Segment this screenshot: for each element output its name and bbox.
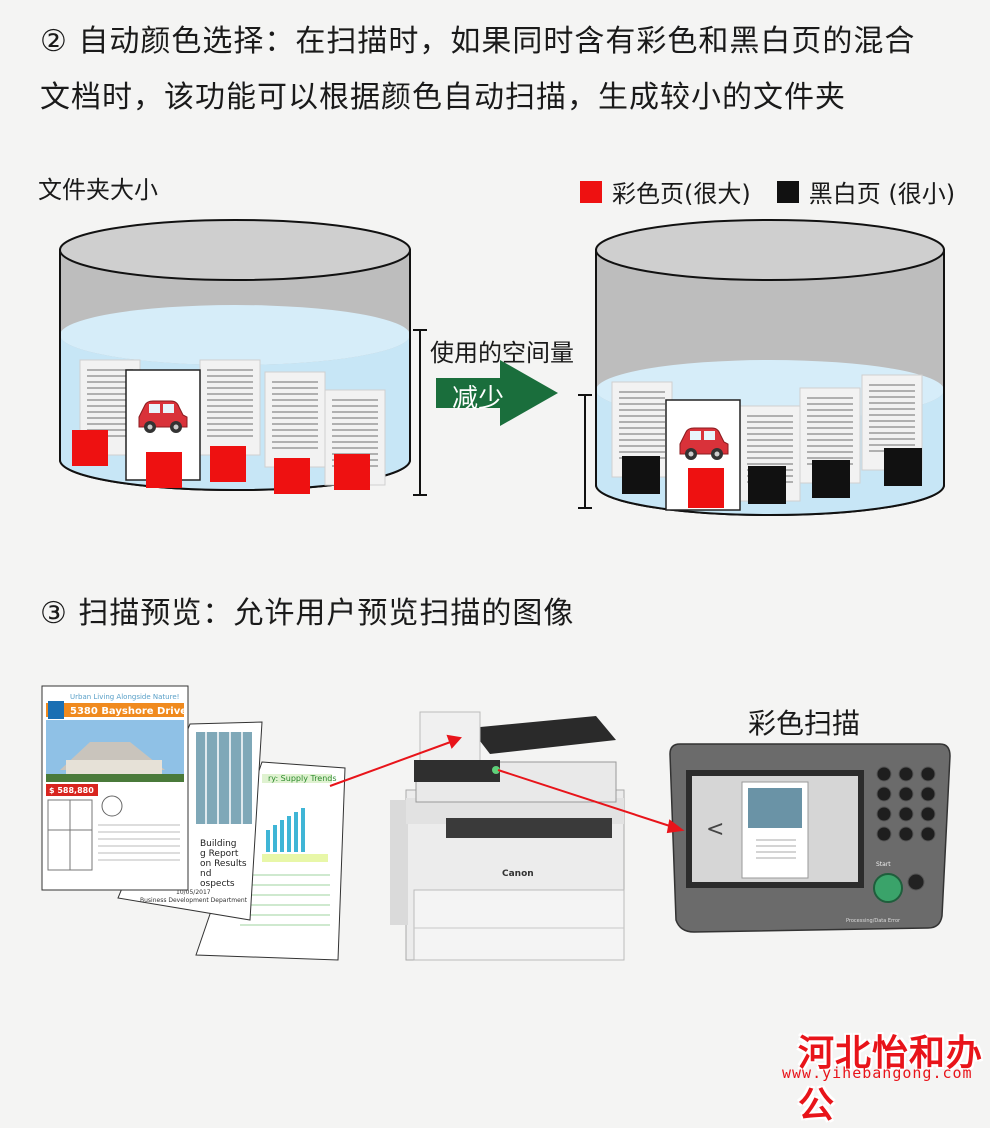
section2-line1: ② 自动颜色选择：在扫描时，如果同时含有彩色和黑白页的混合: [40, 24, 916, 59]
bw-page-block: [748, 466, 786, 504]
watermark-url: www.yihebangong.com: [782, 1064, 973, 1082]
legend-color-swatch: [580, 180, 602, 203]
color-page-block: [210, 446, 246, 482]
panel-start-label: Start: [876, 861, 891, 868]
scan-preview-diagram: ry: Supply Trends Building g Report on R…: [41, 685, 951, 961]
color-page-block: [334, 454, 370, 490]
color-page-block: [274, 458, 310, 494]
bw-page-block: [884, 448, 922, 486]
doc2-department: Business Development Department: [140, 897, 248, 904]
color-scan-label: 彩色扫描: [748, 707, 861, 740]
panel-back-symbol: <: [706, 817, 724, 842]
reduce-arrow: [436, 360, 558, 426]
section2-line2: 文档时，该功能可以根据颜色自动扫描，生成较小的文件夹: [40, 80, 846, 115]
doc2-line-2: g Report: [200, 849, 239, 859]
scan-arrows: [329, 734, 685, 834]
doc2-line-4: nd: [200, 869, 211, 879]
folder-size-label: 文件夹大小: [38, 176, 158, 204]
doc2-line-3: on Results: [200, 859, 247, 869]
doc2-line-5: ospects: [200, 879, 235, 889]
space-bracket-right: [578, 394, 592, 509]
color-page-block: [146, 452, 182, 488]
right-cylinder: [595, 219, 945, 516]
legend-bw-swatch: [776, 180, 799, 203]
folder-size-diagram: [59, 219, 945, 516]
reduce-label: 减少: [452, 384, 505, 414]
doc1-header: Urban Living Alongside Nature!: [70, 693, 179, 701]
printer: Canon: [390, 711, 625, 961]
color-page-block: [688, 468, 724, 508]
legend-color-label: 彩色页(很大): [612, 180, 751, 208]
document-house-flyer: Urban Living Alongside Nature! 5380 Bays…: [41, 685, 189, 891]
left-cylinder: [59, 219, 411, 494]
bw-page-block: [622, 456, 660, 494]
space-bracket-left: [413, 329, 427, 496]
space-used-label: 使用的空间量: [430, 339, 574, 367]
section3-line: ③ 扫描预览：允许用户预览扫描的图像: [40, 596, 575, 631]
doc2-line-1: Building: [200, 839, 237, 849]
legend: 彩色页(很大) 黑白页 (很小): [580, 174, 955, 209]
legend-bw-label: 黑白页 (很小): [808, 180, 956, 208]
bw-page-block: [812, 460, 850, 498]
start-button: [873, 873, 903, 903]
doc1-price: $ 588,880: [49, 786, 94, 795]
printer-brand: Canon: [502, 869, 534, 879]
control-panel: < Start Processing/Data Error: [669, 743, 951, 933]
color-page-block: [72, 430, 108, 466]
doc3-title: ry: Supply Trends: [268, 774, 337, 783]
doc2-date: 10/05/2017: [176, 889, 211, 896]
doc1-title: 5380 Bayshore Drive: [70, 706, 187, 717]
panel-bottom-label: Processing/Data Error: [846, 918, 901, 924]
